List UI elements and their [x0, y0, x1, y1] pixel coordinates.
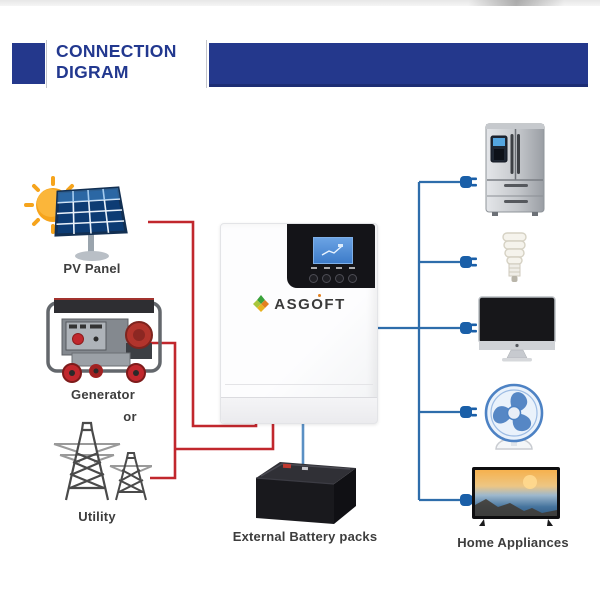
- inverter-logo: ASGOFT: [221, 293, 377, 313]
- inverter-screen-labels: [311, 267, 355, 269]
- utility-label: Utility: [78, 509, 116, 524]
- small-tower: [115, 452, 147, 501]
- header-divider-left: [46, 40, 47, 88]
- inverter: ASGOFT: [220, 223, 378, 424]
- header-accent-bar: [209, 43, 588, 87]
- header-divider-right: [206, 40, 207, 88]
- plug-icon: [460, 406, 477, 418]
- pv-panel-illustration: [18, 168, 158, 269]
- television-icon: [472, 467, 562, 534]
- battery-illustration: [250, 456, 362, 533]
- generator-illustration: [42, 293, 167, 390]
- page-title: CONNECTION DIGRAM: [56, 41, 206, 83]
- header-accent-square: [12, 43, 45, 84]
- page-title-line2: DIGRAM: [56, 62, 129, 82]
- inverter-button: [348, 274, 357, 283]
- plug-icons: [460, 176, 477, 506]
- page-title-line1: CONNECTION: [56, 41, 177, 61]
- pv-panel-label: PV Panel: [63, 261, 121, 276]
- plug-icon: [460, 176, 477, 188]
- plug-icon: [460, 256, 477, 268]
- desk-fan-icon: [482, 382, 546, 457]
- top-banner-strip: [0, 0, 600, 6]
- home-appliances-label: Home Appliances: [457, 535, 569, 550]
- inverter-button: [335, 274, 344, 283]
- inverter-base: [221, 398, 377, 423]
- cfl-bulb-icon: [498, 231, 532, 294]
- inverter-control-panel: [287, 224, 375, 288]
- inverter-button: [322, 274, 331, 283]
- battery-label: External Battery packs: [232, 529, 378, 544]
- inverter-seam: [221, 397, 377, 398]
- or-label: or: [123, 409, 137, 424]
- computer-monitor-icon: [478, 296, 556, 367]
- plug-icon: [460, 322, 477, 334]
- refrigerator-icon: [484, 122, 548, 223]
- inverter-button: [309, 274, 318, 283]
- asgoft-logo-icon: [253, 295, 270, 312]
- inverter-seam: [225, 384, 373, 385]
- large-tower: [64, 421, 110, 501]
- inverter-lcd-screen: [313, 237, 353, 264]
- generator-label: Generator: [71, 387, 135, 402]
- logo-o-accent: [318, 293, 322, 297]
- inverter-brand-text: ASGOFT: [274, 293, 346, 313]
- utility-towers-illustration: [52, 418, 153, 513]
- inverter-buttons: [309, 274, 357, 283]
